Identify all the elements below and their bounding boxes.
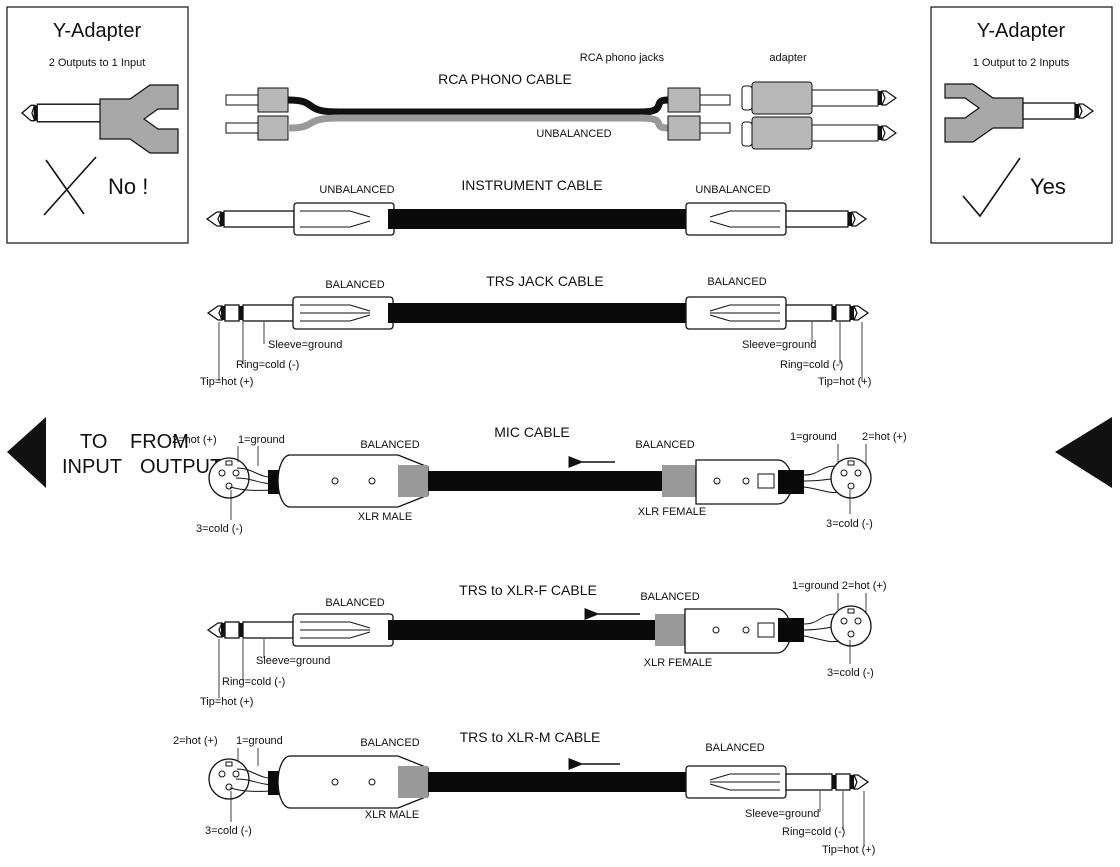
trs-xlrm-title: TRS to XLR-M CABLE [460, 729, 601, 745]
trs-right-sleeve: Sleeve=ground [742, 339, 816, 351]
trs-xlrm-left-label: BALANCED [360, 737, 419, 749]
trs-xlrm-cable: TRS to XLR-M CABLE BALANCED BALANCED 2=h… [173, 729, 875, 856]
mic-right-label: BALANCED [635, 439, 694, 451]
instrument-left-housing [293, 202, 395, 236]
rca-right-plugs [667, 87, 731, 141]
mic-xlr-male-body [277, 454, 429, 508]
trs-xlrf-right-label: BALANCED [640, 591, 699, 603]
trs-xlrf-female-label: XLR FEMALE [644, 657, 712, 669]
trs-right-tip: Tip=hot (+) [818, 376, 871, 388]
trs-right-ring: Ring=cold (-) [780, 359, 843, 371]
trs-right-label: BALANCED [707, 276, 766, 288]
trs-jack-cable: TRS JACK CABLE BALANCED BALANCED Sleeve=… [200, 273, 871, 388]
trs-xlrf-left-label: BALANCED [325, 597, 384, 609]
rca-cable-grey [287, 114, 669, 132]
instrument-cable: INSTRUMENT CABLE UNBALANCED UNBALANCED [206, 177, 868, 236]
instrument-left-label: UNBALANCED [319, 184, 394, 196]
instrument-right-housing [685, 202, 787, 236]
right-direction-triangle-icon [1055, 417, 1112, 488]
trs-title: TRS JACK CABLE [486, 273, 603, 289]
rca-jacks-label: RCA phono jacks [580, 52, 665, 64]
y-adapter-right-subtitle: 1 Output to 2 Inputs [973, 57, 1070, 69]
trs-xlrf-title: TRS to XLR-F CABLE [459, 582, 597, 598]
trs-left-sleeve: Sleeve=ground [268, 339, 342, 351]
rca-title: RCA PHONO CABLE [438, 71, 572, 87]
trs-xlrf-xlr-face [830, 605, 872, 647]
trs-xlrm-cable-body [428, 772, 690, 792]
trs-xlrm-male-body [277, 755, 429, 809]
mic-left-pin3: 3=cold (-) [196, 523, 243, 535]
mic-right-pin2: 2=hot (+) [862, 431, 907, 443]
trs-xlrm-male-label: XLR MALE [365, 809, 419, 821]
y-adapter-right-verdict: Yes [1030, 174, 1066, 199]
trs-xlrm-pin1: 1=ground [236, 735, 283, 747]
mic-input-label: INPUT [62, 456, 122, 478]
y-adapter-left-subtitle: 2 Outputs to 1 Input [49, 57, 146, 69]
y-adapter-right-plug [944, 83, 1095, 143]
mic-female-label: XLR FEMALE [638, 506, 706, 518]
y-adapter-left-plug [21, 84, 179, 154]
trs-cable-body [388, 303, 690, 323]
trs-xlrm-right-label: BALANCED [705, 742, 764, 754]
y-adapter-left-verdict: No ! [108, 174, 148, 199]
trs-left-ring: Ring=cold (-) [236, 359, 299, 371]
trs-xlrf-pin3: 3=cold (-) [827, 667, 874, 679]
mic-right-pin1: 1=ground [790, 431, 837, 443]
trs-xlrf-female-body [684, 608, 792, 654]
y-adapter-left: Y-Adapter 2 Outputs to 1 Input No ! [6, 6, 189, 244]
mic-male-label: XLR MALE [358, 511, 412, 523]
check-icon [962, 157, 1021, 218]
cross-icon [43, 156, 97, 216]
trs-left-tip: Tip=hot (+) [200, 376, 253, 388]
trs-xlrf-pins: 1=ground 2=hot (+) [792, 580, 887, 592]
trs-left-label: BALANCED [325, 279, 384, 291]
trs-xlrf-sleeve: Sleeve=ground [256, 655, 330, 667]
mic-right-xlr-face [830, 457, 872, 499]
instrument-right-label: UNBALANCED [695, 184, 770, 196]
rca-cable: RCA PHONO CABLE RCA phono jacks adapter … [225, 52, 898, 150]
mic-left-label: BALANCED [360, 439, 419, 451]
y-adapter-right: Y-Adapter 1 Output to 2 Inputs Yes [930, 6, 1113, 244]
instrument-title: INSTRUMENT CABLE [461, 177, 602, 193]
y-adapter-left-title: Y-Adapter [53, 20, 142, 42]
trs-xlrm-ring: Ring=cold (-) [782, 826, 845, 838]
rca-adapter-label: adapter [769, 52, 807, 64]
trs-xlrf-ring: Ring=cold (-) [222, 676, 285, 688]
mic-title: MIC CABLE [494, 424, 569, 440]
mic-cable-body [428, 471, 696, 491]
trs-xlrf-cable-body [388, 620, 658, 640]
trs-xlrf-cable: TRS to XLR-F CABLE BALANCED BALANCED 1=g… [200, 580, 887, 708]
rca-type-label: UNBALANCED [536, 128, 611, 140]
mic-left-pin1: 1=ground [238, 434, 285, 446]
mic-from-label: FROM [130, 431, 189, 453]
instrument-cable-body [388, 209, 690, 229]
mic-cable: TO FROM INPUT OUTPUT MIC CABLE BALANCED … [7, 417, 1112, 535]
trs-xlrf-tip: Tip=hot (+) [200, 696, 253, 708]
mic-right-pin3: 3=cold (-) [826, 518, 873, 530]
trs-xlrm-sleeve: Sleeve=ground [745, 808, 819, 820]
trs-xlrm-pin3: 3=cold (-) [205, 825, 252, 837]
rca-cable-black [287, 96, 669, 116]
mic-output-label: OUTPUT [140, 456, 222, 478]
rca-adapters [741, 81, 898, 150]
left-direction-triangle-icon [7, 417, 46, 488]
trs-xlrm-tip: Tip=hot (+) [822, 844, 875, 856]
y-adapter-left-frame [6, 6, 189, 244]
mic-left-pin2: 2=hot (+) [172, 434, 217, 446]
rca-left-plugs [225, 87, 289, 141]
y-adapter-right-title: Y-Adapter [977, 20, 1066, 42]
trs-xlrm-pin2: 2=hot (+) [173, 735, 218, 747]
mic-to-label: TO [80, 431, 107, 453]
